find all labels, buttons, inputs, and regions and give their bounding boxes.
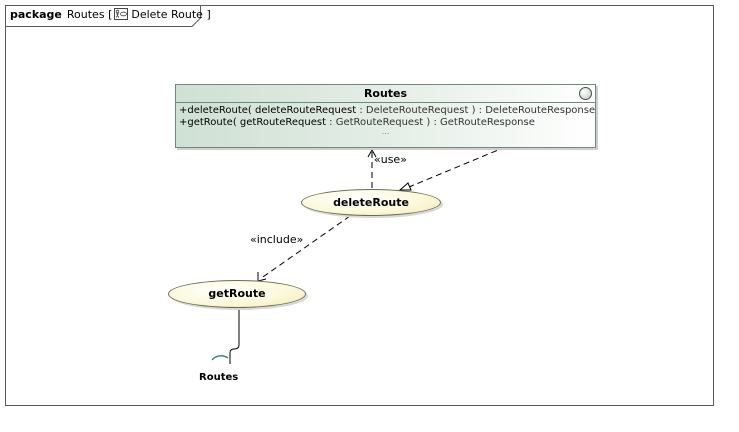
frame-keyword: package	[10, 8, 62, 21]
use-case-get-route[interactable]: getRoute	[168, 280, 306, 308]
realization-arrowhead	[398, 182, 412, 191]
operation-param-name: getRouteRequest	[239, 117, 326, 128]
frame-diagram-name: Delete Route	[131, 8, 203, 21]
include-dependency-arrowhead	[257, 272, 267, 282]
operation-delete-route[interactable]: +deleteRoute( deleteRouteRequest : Delet…	[179, 105, 595, 116]
diagram-frame	[5, 5, 714, 406]
required-interface-label: Routes	[199, 372, 239, 383]
required-interface-line[interactable]	[229, 309, 240, 364]
frame-bracket-close: ]	[206, 8, 211, 21]
interface-icon	[579, 87, 592, 100]
frame-tab-outline	[5, 5, 201, 27]
interface-routes[interactable]: Routes +deleteRoute( deleteRouteRequest …	[175, 84, 596, 148]
use-dependency-arrowhead	[367, 148, 377, 158]
use-case-delete-route[interactable]: deleteRoute	[301, 189, 441, 216]
frame-tab[interactable]: package Routes [ Delete Route ]	[5, 5, 219, 26]
operation-param-type: : GetRouteRequest ) : GetRouteResponse	[326, 117, 535, 128]
operation-prefix: +getRoute(	[179, 117, 240, 128]
include-stereotype-label: «include»	[250, 233, 304, 246]
compartment-divider	[176, 102, 595, 103]
operation-get-route[interactable]: +getRoute( getRouteRequest : GetRouteReq…	[179, 117, 535, 128]
operation-param-name: deleteRouteRequest	[255, 105, 357, 116]
operation-param-type: : DeleteRouteRequest ) : DeleteRouteResp…	[356, 105, 596, 116]
frame-bracket-open: [	[108, 8, 113, 21]
use-stereotype-label: «use»	[374, 153, 407, 166]
use-case-diagram-icon	[114, 8, 129, 20]
interface-name: Routes	[363, 87, 408, 100]
operation-prefix: +deleteRoute(	[179, 105, 255, 116]
required-interface-socket-icon	[211, 355, 229, 361]
include-dependency-line[interactable]	[259, 215, 351, 280]
more-operations-indicator: ...	[381, 127, 390, 136]
frame-package-name: Routes	[66, 8, 105, 21]
